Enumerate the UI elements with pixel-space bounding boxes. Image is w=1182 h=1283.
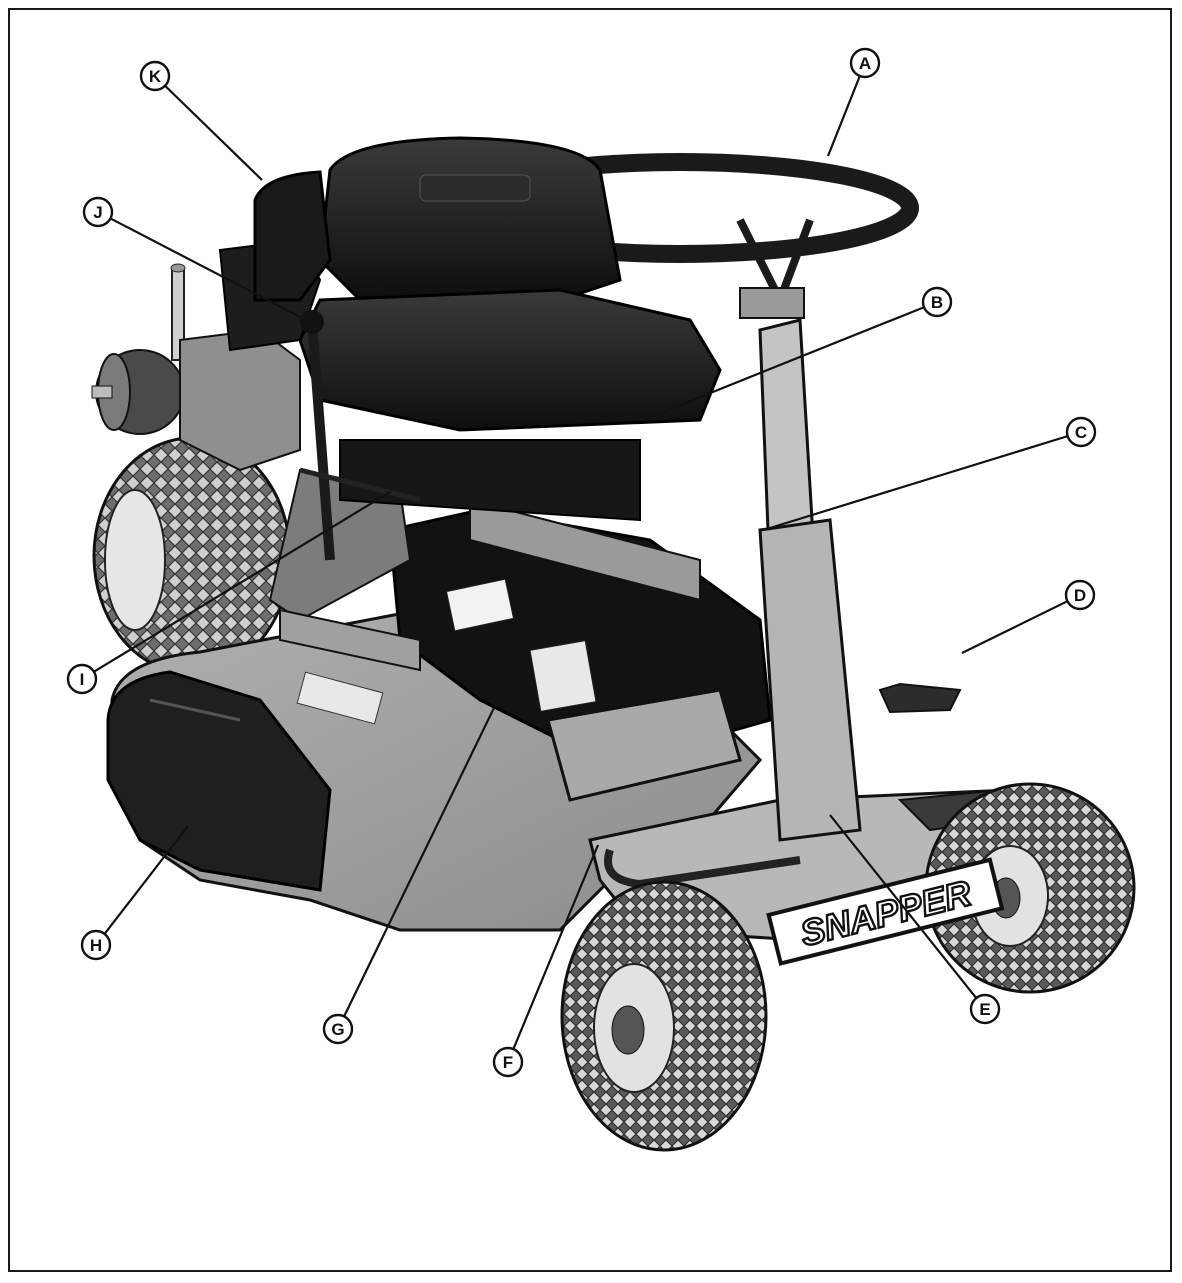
steering [441,153,919,842]
leader-line-i [93,491,391,673]
callout-label-j: J [93,203,102,222]
leader-line-a [826,75,861,157]
callout-layer: A B C D E F G H I J K [66,47,1097,1078]
leader-line-d [961,600,1068,654]
callout-label-a: A [859,54,871,73]
callout-label-e: E [979,1000,990,1019]
callout-circle-e [969,993,1001,1025]
callout-label-g: G [331,1020,344,1039]
front-pillar [758,518,862,842]
rear-left-wheel [92,436,292,676]
callout-circle-f [492,1046,524,1078]
callout-circle-i [66,663,98,695]
callout-circle-c [1065,416,1097,448]
callout-circle-a [849,47,881,79]
figure-frame [8,8,1172,1272]
seat-side [253,170,332,302]
callout-label-f: F [503,1053,513,1072]
pedal [878,682,962,714]
shift-lever [299,310,421,561]
callout-circle-g [322,1013,354,1045]
seat-cushion [298,288,722,432]
leader-line-h [103,825,189,935]
leader-line-b [647,306,925,420]
leader-line-g [343,571,561,1017]
callout-circle-k [139,60,171,92]
callout-label-i: I [80,670,85,689]
callout-circle-j [82,196,114,228]
callout-label-h: H [90,936,102,955]
seat-back [318,136,622,302]
callout-circle-h [80,929,112,961]
callout-circle-d [1064,579,1096,611]
discharge-chute [106,670,332,892]
front-plate [546,688,742,802]
leader-line-c [769,435,1068,530]
frame-bar [469,498,701,602]
leader-line-f [512,844,600,1050]
callout-label-k: K [149,67,162,86]
leader-line-j [109,217,311,323]
callout-label-c: C [1075,423,1087,442]
leader-line-k [164,84,263,181]
callout-circle-b [921,286,953,318]
chassis [268,468,772,742]
front-left-wheel [560,880,768,1152]
callout-label-b: B [931,293,943,312]
leader-line-e [829,814,978,999]
callout-label-d: D [1074,586,1086,605]
